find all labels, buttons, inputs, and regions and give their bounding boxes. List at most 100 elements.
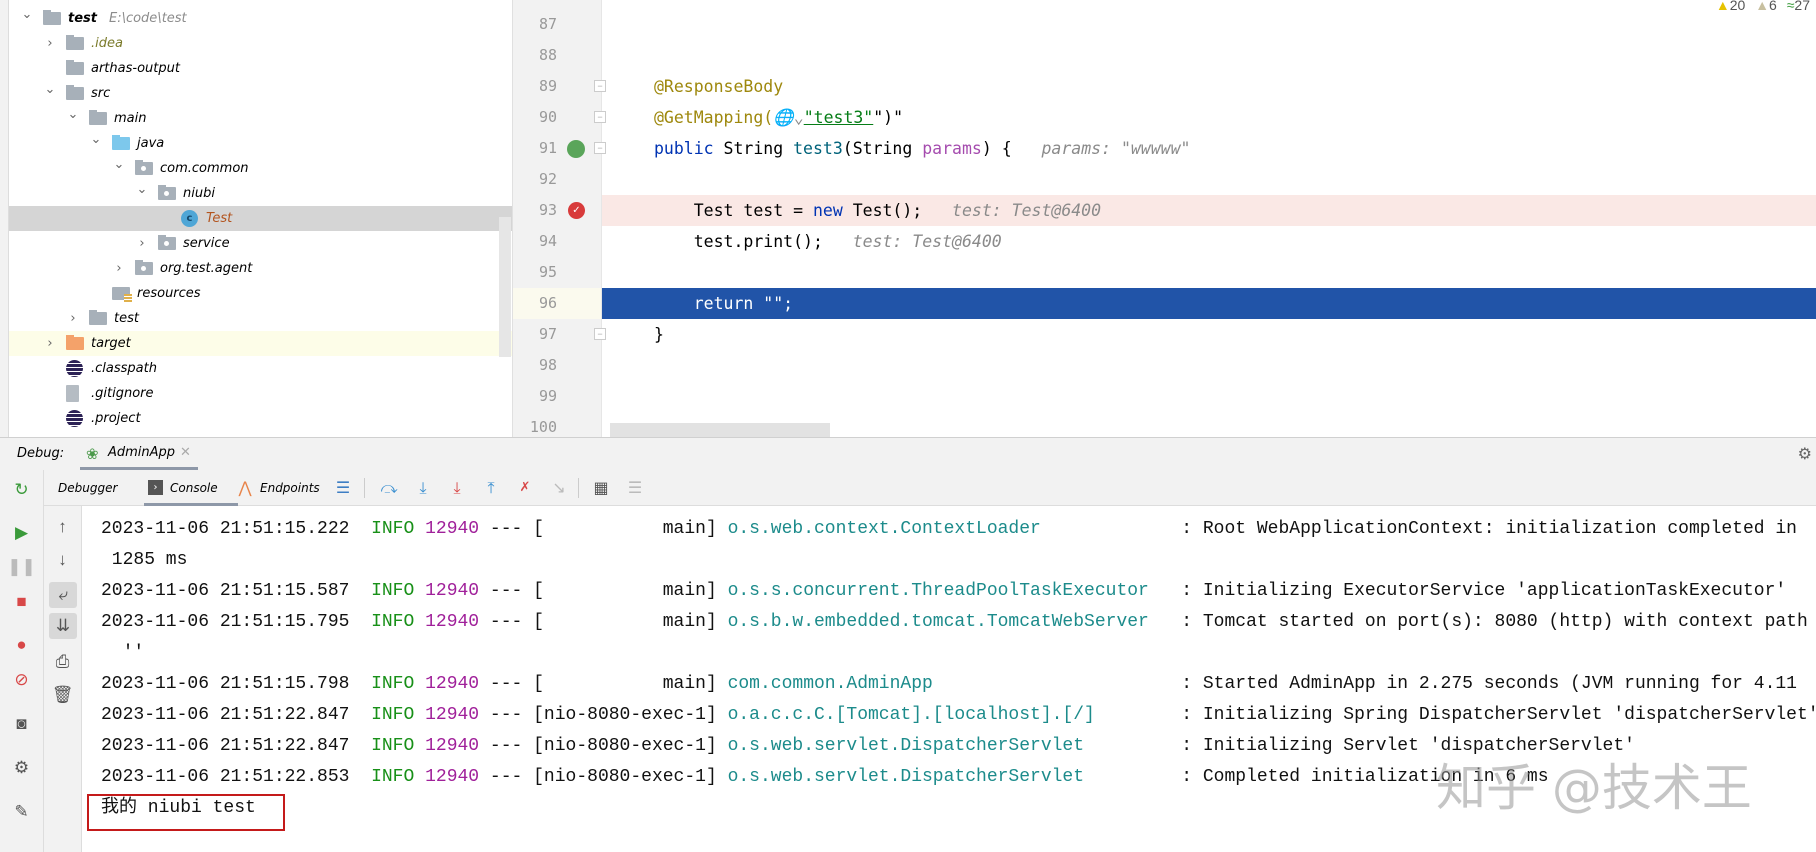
settings-icon[interactable]: ⚙ <box>13 758 30 777</box>
code-line[interactable] <box>602 381 1816 412</box>
code-line[interactable] <box>602 350 1816 381</box>
tree-item[interactable]: ⌄ com.common <box>9 156 512 181</box>
tab-debugger[interactable]: Debugger <box>50 470 130 506</box>
console-output[interactable]: 2023-11-06 21:51:15.222 INFO 12940 --- [… <box>82 506 1816 852</box>
close-icon[interactable]: ✕ <box>180 445 191 460</box>
step-over-icon[interactable]: ⤼ <box>380 478 398 497</box>
log-timestamp: 2023-11-06 21:51:15.798 <box>101 674 350 694</box>
step-out-icon[interactable]: ⤒ <box>487 478 495 497</box>
fold-marker-icon[interactable]: − <box>594 80 606 92</box>
resume-icon[interactable]: ▶ <box>14 523 29 542</box>
code-token: (String <box>842 139 923 158</box>
code-line[interactable]: public String test3(String params) { par… <box>602 133 1816 164</box>
log-thread: --- [ main] <box>489 581 717 601</box>
pin-icon[interactable]: ✎ <box>14 802 29 821</box>
tree-item-label: service <box>183 231 230 256</box>
tree-item[interactable]: ›org.test.agent <box>9 256 512 281</box>
fold-marker-icon[interactable]: − <box>594 328 606 340</box>
code-token: public <box>654 139 714 158</box>
trace-icon[interactable]: ☰ <box>627 478 643 497</box>
tree-item-name: com.common <box>160 161 249 176</box>
tree-item[interactable]: .classpath <box>9 356 512 381</box>
code-line[interactable] <box>602 40 1816 71</box>
trash-icon[interactable]: 🗑 <box>51 685 74 704</box>
chevron-down-icon[interactable]: ⌄ <box>136 182 148 197</box>
log-line: 2023-11-06 21:51:15.795 INFO 12940 --- [… <box>101 607 1808 638</box>
tree-item[interactable]: ⌄src <box>9 81 512 106</box>
tree-item[interactable]: .gitignore <box>9 381 512 406</box>
log-thread: --- [nio-8080-exec-1] <box>489 705 717 725</box>
console-actions-column: ↑ ↓ ⤶ ⇊ ⎙ 🗑 <box>44 506 82 852</box>
tab-endpoints[interactable]: ⋀ Endpoints <box>236 470 351 506</box>
tree-item[interactable]: ⌄main <box>9 106 512 131</box>
tree-item[interactable]: ›test <box>9 306 512 331</box>
code-line[interactable]: } <box>602 319 1816 350</box>
soft-wrap-icon[interactable]: ⤶ <box>49 582 77 608</box>
web-endpoint-icon[interactable] <box>567 140 585 158</box>
code-line[interactable]: test.print(); test: Test@6400 <box>602 226 1816 257</box>
code-line[interactable] <box>602 9 1816 40</box>
tree-scrollbar[interactable] <box>499 217 511 357</box>
tree-item[interactable]: ⌄niubi <box>9 181 512 206</box>
code-content <box>602 356 654 375</box>
down-arrow-icon[interactable]: ↓ <box>58 550 67 569</box>
chevron-right-icon[interactable]: › <box>47 336 53 351</box>
tree-item[interactable]: › service <box>9 231 512 256</box>
session-tab-adminapp[interactable]: ❀ AdminApp ✕ <box>80 438 198 470</box>
folder-icon <box>66 85 84 100</box>
fold-marker-icon[interactable]: − <box>594 142 606 154</box>
camera-icon[interactable]: ◙ <box>16 714 27 733</box>
code-line[interactable]: return ""; <box>602 288 1816 319</box>
tree-item[interactable]: ⌄java <box>9 131 512 156</box>
code-content: Test test = new Test(); test: Test@6400 <box>602 201 1101 220</box>
gear-icon[interactable]: ⚙ <box>1797 444 1812 463</box>
chevron-down-icon[interactable]: ⌄ <box>44 82 56 97</box>
drop-frame-icon[interactable]: ✗ <box>519 480 531 495</box>
chevron-right-icon[interactable]: › <box>70 311 76 326</box>
code-line[interactable] <box>602 164 1816 195</box>
breakpoint-icon[interactable]: ✓ <box>568 202 585 219</box>
mute-breakpoints-icon[interactable]: ⊘ <box>14 670 29 689</box>
print-icon[interactable]: ⎙ <box>55 652 70 671</box>
chevron-right-icon[interactable]: › <box>47 36 53 51</box>
tree-item[interactable]: resources <box>9 281 512 306</box>
stop-icon[interactable]: ■ <box>16 592 27 611</box>
layout-menu-icon[interactable]: ☰ <box>335 478 351 497</box>
run-to-cursor-icon[interactable]: ↘ <box>552 478 566 497</box>
tree-item-name: service <box>183 236 230 251</box>
code-line[interactable]: Test test = new Test(); test: Test@6400 <box>602 195 1816 226</box>
evaluate-expression-icon[interactable]: ▦ <box>593 478 609 497</box>
tree-item[interactable]: ›.idea <box>9 31 512 56</box>
editor-horizontal-scrollbar[interactable] <box>610 423 830 437</box>
chevron-right-icon[interactable]: › <box>139 236 145 251</box>
warning-icon: ▲ <box>1715 0 1730 13</box>
code-line[interactable]: @ResponseBody <box>602 71 1816 102</box>
rerun-icon[interactable]: ↻ <box>14 480 29 499</box>
fold-marker-icon[interactable]: − <box>594 111 606 123</box>
chevron-down-icon[interactable]: ⌄ <box>113 157 125 172</box>
eclipse-file-icon <box>66 410 83 427</box>
chevron-down-icon[interactable]: ⌄ <box>90 132 102 147</box>
pause-icon[interactable]: ❚❚ <box>7 557 36 576</box>
tab-console[interactable]: › Console <box>144 470 238 506</box>
code-line[interactable] <box>602 257 1816 288</box>
tree-item[interactable]: arthas-output <box>9 56 512 81</box>
log-pid: 12940 <box>425 705 480 725</box>
log-thread: --- [nio-8080-exec-1] <box>489 736 717 756</box>
up-arrow-icon[interactable]: ↑ <box>58 517 67 536</box>
inlay-hint: test: Test@6400 <box>952 201 1102 220</box>
chevron-down-icon[interactable]: ⌄ <box>21 7 33 22</box>
inspection-status[interactable]: ▲20 ▲6 ≈27 <box>1716 0 1810 14</box>
code-line[interactable]: @GetMapping(🌐⌄"test3"")" <box>602 102 1816 133</box>
force-step-into-icon[interactable]: ⤓ <box>453 478 461 497</box>
scroll-to-end-icon[interactable]: ⇊ <box>49 613 77 639</box>
tree-item[interactable]: .project <box>9 406 512 431</box>
step-into-icon[interactable]: ⤓ <box>419 478 427 497</box>
chevron-right-icon[interactable]: › <box>116 261 122 276</box>
tree-item[interactable]: ›target <box>9 331 512 356</box>
chevron-down-icon[interactable]: ⌄ <box>67 107 79 122</box>
view-breakpoints-icon[interactable]: ● <box>16 635 27 654</box>
